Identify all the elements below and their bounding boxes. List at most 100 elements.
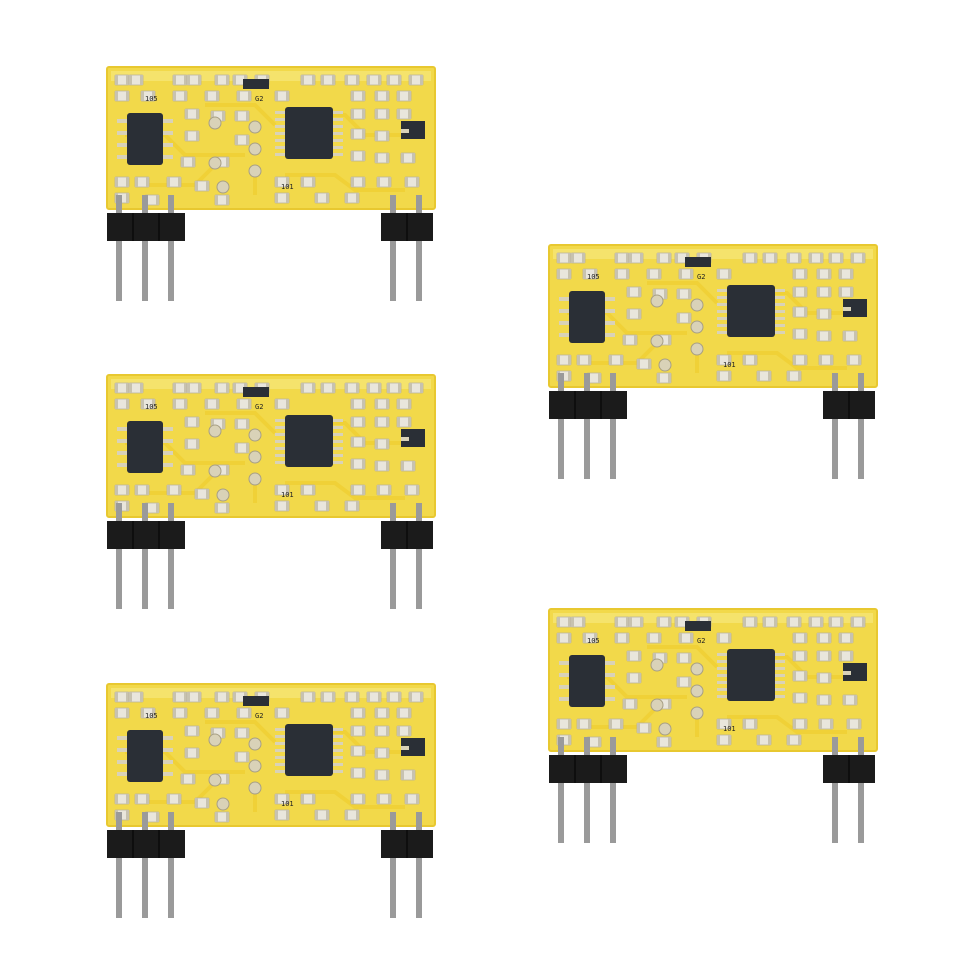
smd-terminal [568, 719, 571, 729]
smd-terminal [351, 399, 354, 409]
smd-terminal [286, 794, 289, 804]
smd-terminal [817, 695, 820, 705]
smd-terminal [286, 91, 289, 101]
smd-terminal [135, 485, 138, 495]
smd-terminal [627, 287, 630, 297]
smd-terminal [862, 253, 865, 263]
marking-105: 105 [145, 95, 158, 103]
ic-pin [559, 661, 569, 665]
via-pad [690, 684, 704, 698]
ic-pin [275, 146, 285, 149]
smd-terminal [664, 653, 667, 663]
ic-pin [333, 447, 343, 450]
smd-terminal [152, 708, 155, 718]
smd-terminal [222, 728, 225, 738]
header-left-pin-top [558, 373, 564, 391]
header-left-pin [116, 547, 122, 609]
smd-terminal [140, 75, 143, 85]
smd-terminal [416, 794, 419, 804]
smd-terminal [668, 617, 671, 627]
smd-terminal [246, 135, 249, 145]
smd-terminal [185, 748, 188, 758]
smd-terminal [793, 693, 796, 703]
smd-terminal [178, 177, 181, 187]
header-right-pin [416, 547, 422, 609]
smd-terminal [216, 91, 219, 101]
pcb-trace [285, 790, 405, 809]
header-right-pin-top [390, 195, 396, 213]
ic-pin [333, 770, 343, 773]
ic-pin [717, 674, 727, 677]
smd-terminal [237, 708, 240, 718]
header-left-pin [116, 856, 122, 918]
ic-pin [605, 685, 615, 689]
smd-terminal [640, 617, 643, 627]
smd-terminal [184, 75, 187, 85]
smd-terminal [688, 289, 691, 299]
smd-terminal [557, 719, 560, 729]
transistor [401, 738, 425, 756]
transistor [401, 429, 425, 447]
header-right-pin [416, 239, 422, 301]
ic-pin [333, 735, 343, 738]
smd-terminal [615, 633, 618, 643]
smd-terminal [408, 91, 411, 101]
smd-terminal [397, 399, 400, 409]
smd-terminal [215, 503, 218, 513]
smd-terminal [858, 719, 861, 729]
smd-terminal [246, 111, 249, 121]
smd-terminal [173, 75, 176, 85]
ic-pin [275, 763, 285, 766]
smd-terminal [626, 633, 629, 643]
smd-terminal [804, 651, 807, 661]
smd-terminal [226, 75, 229, 85]
smd-terminal [858, 355, 861, 365]
ic-pin [163, 451, 173, 455]
smd-terminal [215, 195, 218, 205]
ic-pin [333, 461, 343, 464]
smd-terminal [851, 617, 854, 627]
marking-101: 101 [281, 491, 294, 499]
smd-terminal [638, 673, 641, 683]
header-right-pin-top [858, 737, 864, 755]
via-pad [650, 294, 664, 308]
smd-terminal [362, 399, 365, 409]
smd-terminal [115, 177, 118, 187]
pcb-board [106, 66, 436, 210]
smd-terminal [568, 633, 571, 643]
ic-pin [275, 735, 285, 738]
smd-terminal [629, 617, 632, 627]
ic-left-chip [127, 113, 163, 165]
smd-terminal [351, 485, 354, 495]
ic-pin [775, 695, 785, 698]
smd-terminal [386, 708, 389, 718]
header-left-pin [142, 856, 148, 918]
smd-terminal [817, 309, 820, 319]
smd-terminal [140, 383, 143, 393]
smd-terminal [571, 617, 574, 627]
smd-terminal [409, 383, 412, 393]
smd-terminal [211, 728, 214, 738]
header-left-pin-top [168, 812, 174, 830]
smd-terminal [634, 335, 637, 345]
smd-terminal [184, 383, 187, 393]
smd-terminal [362, 91, 365, 101]
ic-pin [275, 461, 285, 464]
via-pad [690, 706, 704, 720]
smd-terminal [768, 735, 771, 745]
smd-terminal [312, 794, 315, 804]
smd-terminal [351, 768, 354, 778]
smd-terminal [420, 692, 423, 702]
smd-terminal [640, 253, 643, 263]
header-right-pin [832, 781, 838, 843]
smd-terminal [152, 91, 155, 101]
header-right-pin-top [832, 373, 838, 391]
smd-terminal [728, 355, 731, 365]
smd-terminal [195, 798, 198, 808]
smd-terminal [626, 617, 629, 627]
smd-terminal [804, 671, 807, 681]
smd-terminal [582, 253, 585, 263]
smd-terminal [568, 269, 571, 279]
smd-terminal [804, 307, 807, 317]
